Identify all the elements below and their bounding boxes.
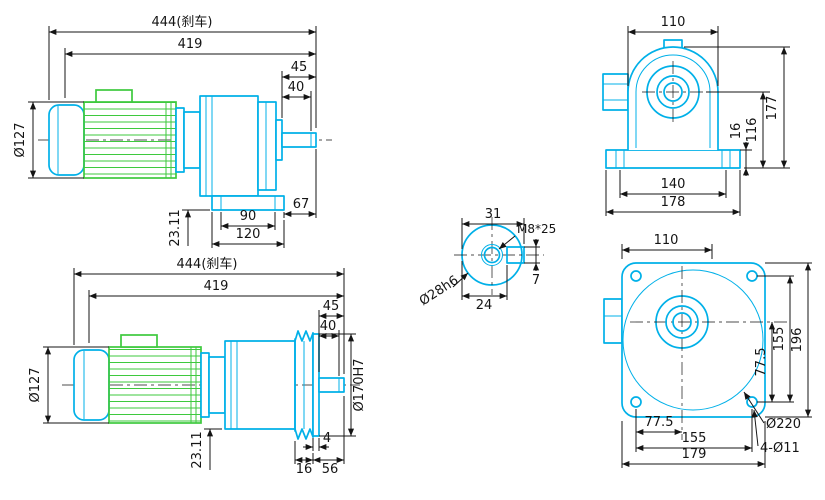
view-side-foot-mounted: 444(刹车) 419 45 40 Ø127 23.11 90 67 xyxy=(13,14,332,248)
dim-foot-to-shaft: 67 xyxy=(293,197,310,212)
dim-flange-circle-diameter: Ø220 xyxy=(766,417,801,432)
dim-foot-hole-span: 140 xyxy=(661,177,686,192)
dim-housing-width: 110 xyxy=(654,233,679,248)
side-box xyxy=(602,73,629,111)
keyway xyxy=(506,246,525,264)
dim-foot-length: 120 xyxy=(236,227,261,242)
dim-spigot-diameter: Ø170H7 xyxy=(352,358,367,411)
dim-flange-height: 196 xyxy=(790,328,805,353)
view-side-flange-mounted: 444(刹车) 419 45 40 Ø127 Ø170H7 23.11 4 xyxy=(28,256,367,477)
bolt-hole xyxy=(630,396,642,408)
dim-over-key: 31 xyxy=(485,207,502,222)
dim-flange-thickness: 16 xyxy=(296,462,313,477)
dim-motor-diameter: Ø127 xyxy=(13,122,28,157)
dim-shaft-40: 40 xyxy=(288,80,305,95)
dim-key-height: 7 xyxy=(532,273,540,288)
tapped-hole xyxy=(483,246,501,264)
gearbox-housing xyxy=(199,95,259,197)
flange-break-bottom xyxy=(294,428,314,440)
mounting-foot xyxy=(211,195,285,211)
output-shaft xyxy=(318,377,345,393)
dim-bolt-holes: 4-Ø11 xyxy=(760,441,800,456)
side-tab xyxy=(603,298,623,344)
dim-bolt-span-v: 155 xyxy=(772,327,787,352)
dim-overall-with-brake: 444(刹车) xyxy=(177,256,238,272)
shaft-boss xyxy=(275,119,283,161)
output-cover xyxy=(257,101,277,191)
terminal-box xyxy=(95,89,133,103)
bolt-hole xyxy=(746,270,758,282)
terminal-box xyxy=(120,334,158,348)
dim-shaft-diameter: Ø28h6 xyxy=(417,273,461,309)
dim-length: 419 xyxy=(178,37,203,52)
dim-spigot-depth: 4 xyxy=(323,431,331,446)
dim-center-height: 23.11 xyxy=(190,431,205,468)
dim-overall-with-brake: 444(刹车) xyxy=(152,14,213,30)
dim-shaft-45: 45 xyxy=(323,299,340,314)
dim-center-to-base: 116 xyxy=(745,118,760,143)
fan-cover xyxy=(48,104,85,176)
dim-to-keyway-flat: 24 xyxy=(476,298,493,313)
flange-spigot xyxy=(312,333,320,437)
dim-half-bolt-span-v: 77.5 xyxy=(754,348,769,377)
flange-break-top xyxy=(294,330,314,342)
dim-center-tap: M8*25 xyxy=(517,222,556,236)
view-front-flange-mounted: 110 77.5 155 196 77.5 155 179 Ø220 4-Ø11 xyxy=(603,233,812,468)
dim-center-height: 23.11 xyxy=(168,209,183,246)
view-shaft-end-section: 31 24 M8*25 Ø28h6 7 xyxy=(417,207,556,313)
dim-foot-hole-span: 90 xyxy=(240,209,257,224)
flange-circle xyxy=(622,269,764,411)
dim-total-height: 177 xyxy=(765,96,780,121)
dim-flange-width: 179 xyxy=(682,447,707,462)
bolt-hole xyxy=(630,270,642,282)
dim-shaft-45: 45 xyxy=(291,60,308,75)
dim-motor-diameter: Ø127 xyxy=(28,367,43,402)
motor-body xyxy=(83,101,177,179)
dim-flange-to-shaft-tip: 56 xyxy=(322,462,339,477)
dim-base-width: 178 xyxy=(661,195,686,210)
dim-length: 419 xyxy=(204,279,229,294)
dim-shaft-40: 40 xyxy=(320,319,337,334)
motor-body xyxy=(108,346,202,424)
gearbox-housing xyxy=(224,340,296,430)
dim-foot-thickness: 16 xyxy=(729,123,744,140)
dim-bolt-span-h: 155 xyxy=(682,431,707,446)
foot-base xyxy=(605,149,741,169)
dim-half-bolt-span-h: 77.5 xyxy=(645,415,674,430)
fan-cover xyxy=(73,349,110,421)
output-shaft xyxy=(281,132,317,148)
view-front-foot-mounted: 110 177 116 16 140 178 xyxy=(602,15,790,216)
dim-housing-width: 110 xyxy=(661,15,686,30)
